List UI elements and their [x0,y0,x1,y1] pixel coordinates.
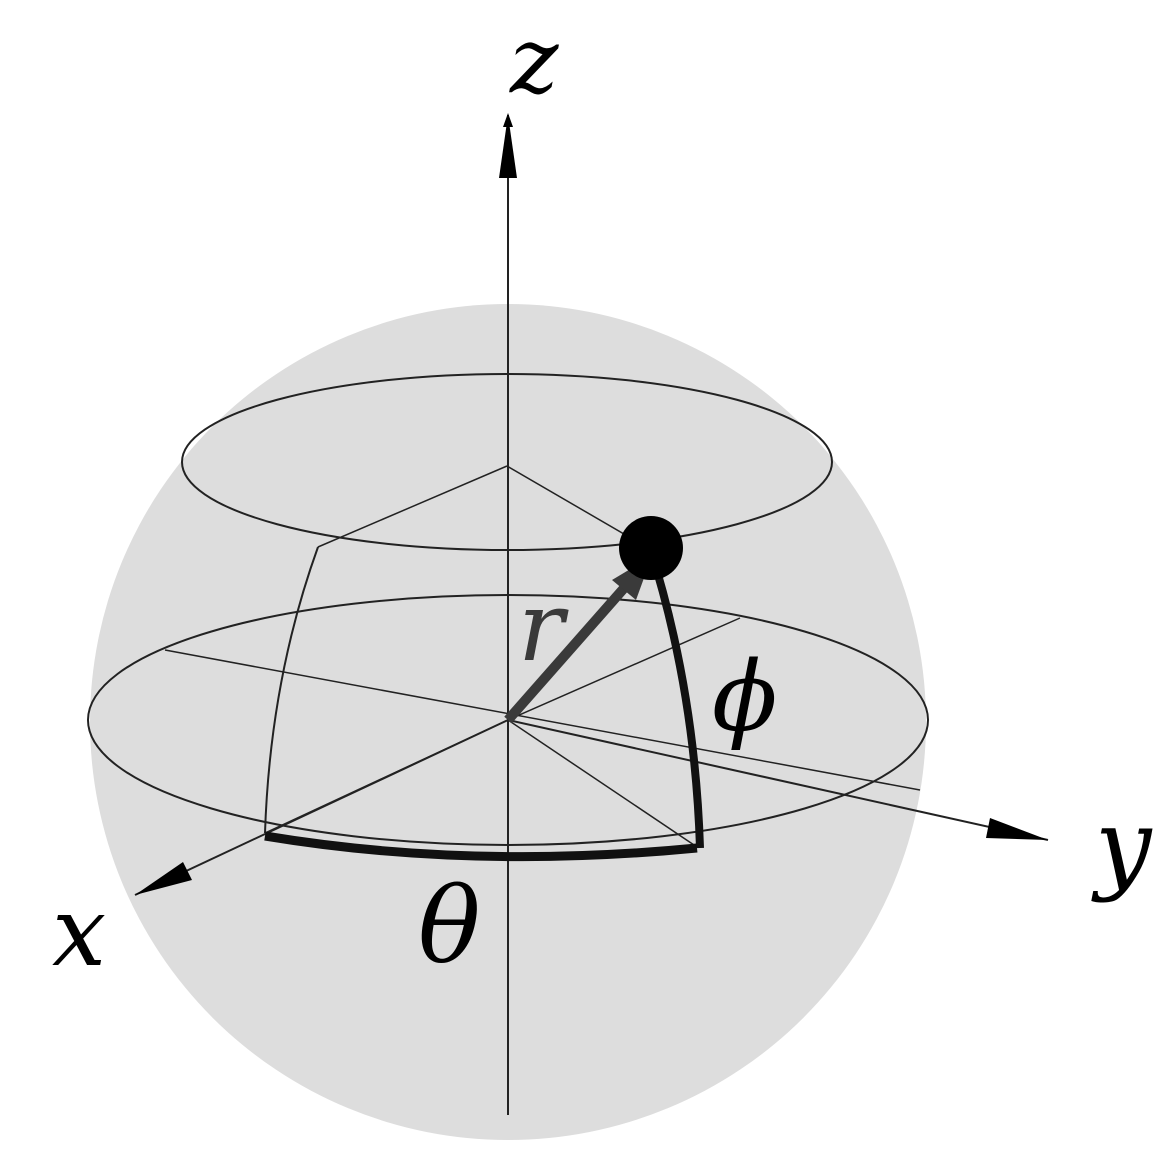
x-axis-label: x [52,876,106,988]
latitude-guide-line [317,465,508,548]
radius-vector [504,566,644,724]
point-marker [619,516,683,580]
equator-guide-line [264,719,509,834]
theta-arc [264,831,698,862]
equator-guide-line [507,719,698,848]
phi-arc [646,546,704,849]
phi-label: ϕ [712,641,777,753]
x-axis-arrowhead [135,862,192,895]
equator-guide-line [164,649,921,791]
z-axis-label: z [509,7,559,114]
radius-label: r [518,571,569,683]
y-axis-arrowhead [986,818,1048,840]
y-axis-label: y [1091,787,1153,904]
z-axis-arrowhead [499,115,517,178]
meridian-arc-left [264,546,319,834]
theta-label: θ [418,865,481,987]
y-axis [507,719,1049,841]
equator-guide-line [507,617,741,721]
